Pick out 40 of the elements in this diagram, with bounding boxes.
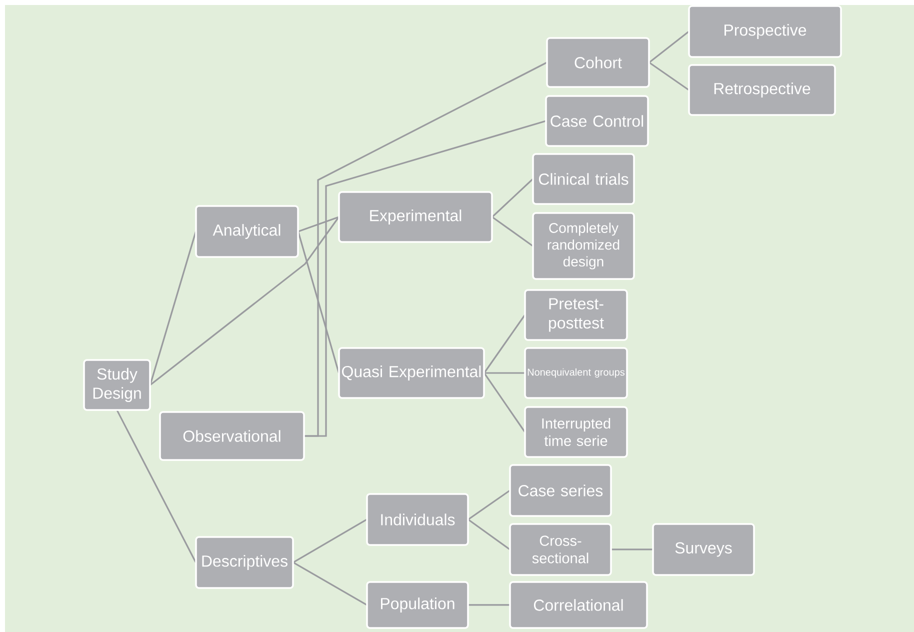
connector-line [298,216,340,232]
category-box: Nonequivalent groups [524,347,628,399]
connector-line [484,372,526,432]
category-box: Correlational [509,581,648,629]
category-box: Case series [509,464,612,517]
connector-line [150,216,340,386]
connector-line [292,562,368,606]
connector-line [116,410,197,563]
connector-line [492,178,534,218]
connector-line [648,30,690,64]
connector-line [611,548,653,550]
connector-line [468,604,510,606]
category-box: Clinical trials [532,153,635,205]
connector-line [292,518,368,564]
category-box: Analytical [195,205,299,258]
connector-line [297,231,340,374]
category-box: Quasi Experimental [338,347,485,399]
connector-line [484,372,525,374]
category-box: Retrospective [688,64,836,116]
connector-line [304,120,546,437]
category-box: Cross- sectional [509,523,612,576]
category-box: Individuals [366,493,469,546]
connector-line [648,62,690,91]
connector-line [484,314,526,374]
category-box: Pretest- posttest [524,289,628,341]
category-box: Experimental [338,191,493,243]
category-box: Completely randomized design [532,212,635,280]
category-box: Descriptives [195,536,294,589]
category-box: Cohort [546,37,650,88]
category-box: Surveys [652,523,755,576]
connector-line [468,518,510,550]
connector-line [468,490,510,520]
connector-line [149,231,197,386]
connector-line [492,216,534,247]
category-box: Interrupted time serie [524,406,628,458]
category-box: Observational [159,411,305,461]
category-box: Population [366,581,469,629]
category-box: Study Design [83,359,151,411]
category-box: Prospective [688,5,842,58]
category-box: Case Control [545,95,649,147]
